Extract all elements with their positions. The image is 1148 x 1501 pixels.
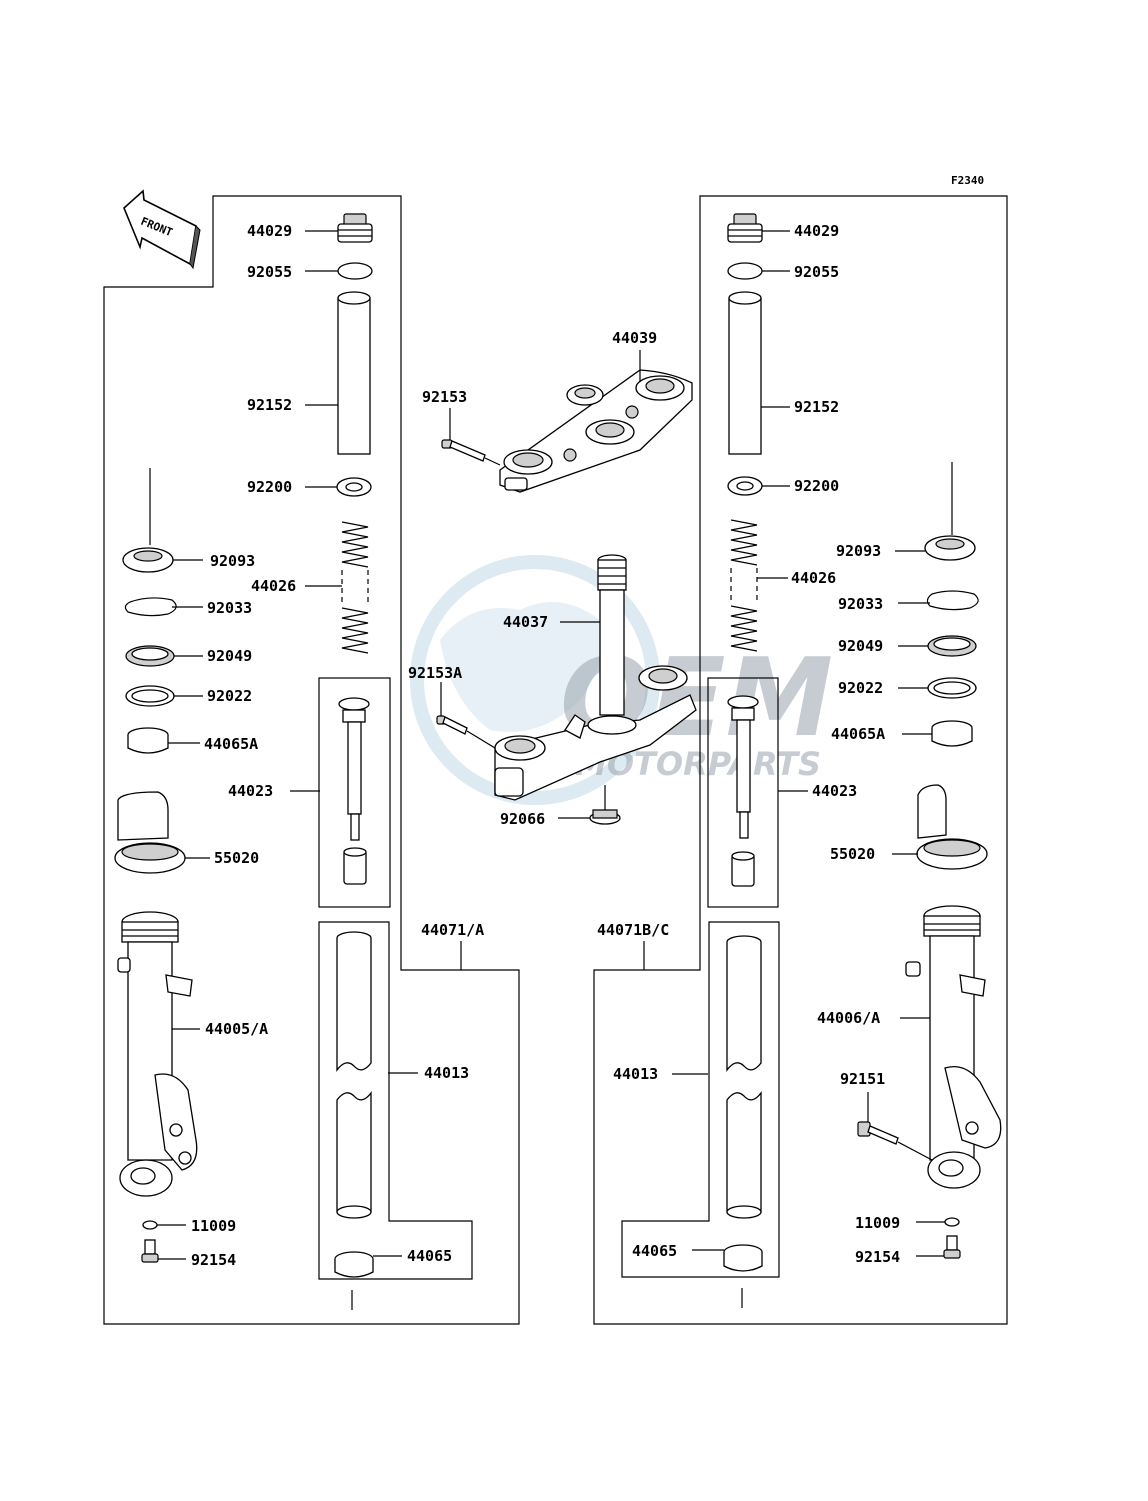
right-fork-parts [723,213,1002,1308]
label-left-44005a: 44005/A [205,1020,268,1038]
label-right-92200: 92200 [794,477,839,495]
left-oil-seal [125,645,175,667]
label-right-92033: 92033 [838,595,883,613]
label-92153: 92153 [422,388,467,406]
right-group-outline [593,195,1008,1325]
label-left-92200: 92200 [247,478,292,496]
label-right-11009: 11009 [855,1214,900,1232]
left-fork-parts [114,213,374,1310]
center-parts [436,369,697,825]
left-44013-box [318,921,473,1280]
right-damper-rod [727,695,759,887]
label-right-44006a: 44006/A [817,1009,880,1027]
label-right-44013: 44013 [613,1065,658,1083]
left-collar [337,291,371,455]
label-left-92055: 92055 [247,263,292,281]
label-92153a: 92153A [408,664,462,682]
label-left-44029: 44029 [247,222,292,240]
figure-id: F2340 [951,174,984,187]
right-o-ring [727,262,763,280]
right-fork-spring [730,519,758,652]
left-damper-rod [338,697,370,885]
label-right-44071bc: 44071B/C [597,921,669,939]
right-44023-box [707,677,779,908]
left-bushing-a [127,727,169,754]
right-outer-tube [905,905,1002,1189]
upper-bracket [499,369,693,493]
center-labels: 44039 92153 44037 92153A 92066 [408,329,657,828]
left-group-outline [103,195,520,1325]
label-right-44029: 44029 [794,222,839,240]
left-washer [336,477,372,497]
label-left-11009: 11009 [191,1217,236,1235]
left-clip [124,597,177,617]
left-labels: 44029 92055 92152 92200 92093 44026 9203… [191,222,484,1269]
label-right-55020: 55020 [830,845,875,863]
label-right-92049: 92049 [838,637,883,655]
right-axle-bolt [857,1121,899,1145]
right-clip [926,590,979,611]
right-bushing-a [931,720,973,747]
right-labels: 44029 92055 92152 92200 92093 44026 9203… [597,222,900,1266]
left-fork-cover [114,791,186,874]
label-left-92152: 92152 [247,396,292,414]
stem-lower-bracket [494,554,697,801]
label-right-44026: 44026 [791,569,836,587]
right-seal-washer [927,677,977,699]
label-left-44026: 44026 [251,577,296,595]
right-washer [727,476,763,496]
label-44037: 44037 [503,613,548,631]
right-fork-cap [727,213,763,243]
left-drain-bolt [141,1239,159,1263]
label-44039: 44039 [612,329,657,347]
label-right-92152: 92152 [794,398,839,416]
left-fork-spring [341,521,369,654]
label-right-44023: 44023 [812,782,857,800]
left-o-ring [337,262,373,280]
label-right-44065: 44065 [632,1242,677,1260]
bracket-bolt [441,439,486,462]
leader-lines [157,230,945,1260]
label-92066: 92066 [500,810,545,828]
left-dust-seal [122,547,174,573]
label-left-92022: 92022 [207,687,252,705]
right-44013-box [621,921,780,1278]
label-left-92154: 92154 [191,1251,236,1269]
left-outer-tube [117,911,198,1197]
lower-bracket-bolt [436,715,468,735]
watermark: OEM MOTORPARTS [410,555,833,805]
right-fork-cover [916,784,988,870]
right-dust-seal [924,535,976,561]
left-seal-washer [125,685,175,707]
label-right-44065a: 44065A [831,725,885,743]
label-right-92055: 92055 [794,263,839,281]
left-drain-washer [142,1220,158,1230]
stem-seal [589,809,621,825]
label-left-44065: 44065 [407,1247,452,1265]
left-fork-cap [337,213,373,243]
label-left-92049: 92049 [207,647,252,665]
label-left-44065a: 44065A [204,735,258,753]
right-collar [728,291,762,455]
label-left-55020: 55020 [214,849,259,867]
left-bushing [334,1251,374,1278]
left-inner-tube [336,931,372,1219]
label-left-92093: 92093 [210,552,255,570]
left-44023-box [318,677,391,908]
label-left-44071a: 44071/A [421,921,484,939]
right-drain-bolt [943,1235,961,1259]
label-left-44013: 44013 [424,1064,469,1082]
label-right-92154: 92154 [855,1248,900,1266]
right-bushing [723,1244,763,1272]
label-left-44023: 44023 [228,782,273,800]
label-right-92022: 92022 [838,679,883,697]
label-right-92151: 92151 [840,1070,885,1088]
right-drain-washer [944,1217,960,1227]
right-oil-seal [927,635,977,657]
front-arrow: FRONT [123,189,201,270]
right-inner-tube [726,935,762,1219]
label-left-92033: 92033 [207,599,252,617]
label-right-92093: 92093 [836,542,881,560]
